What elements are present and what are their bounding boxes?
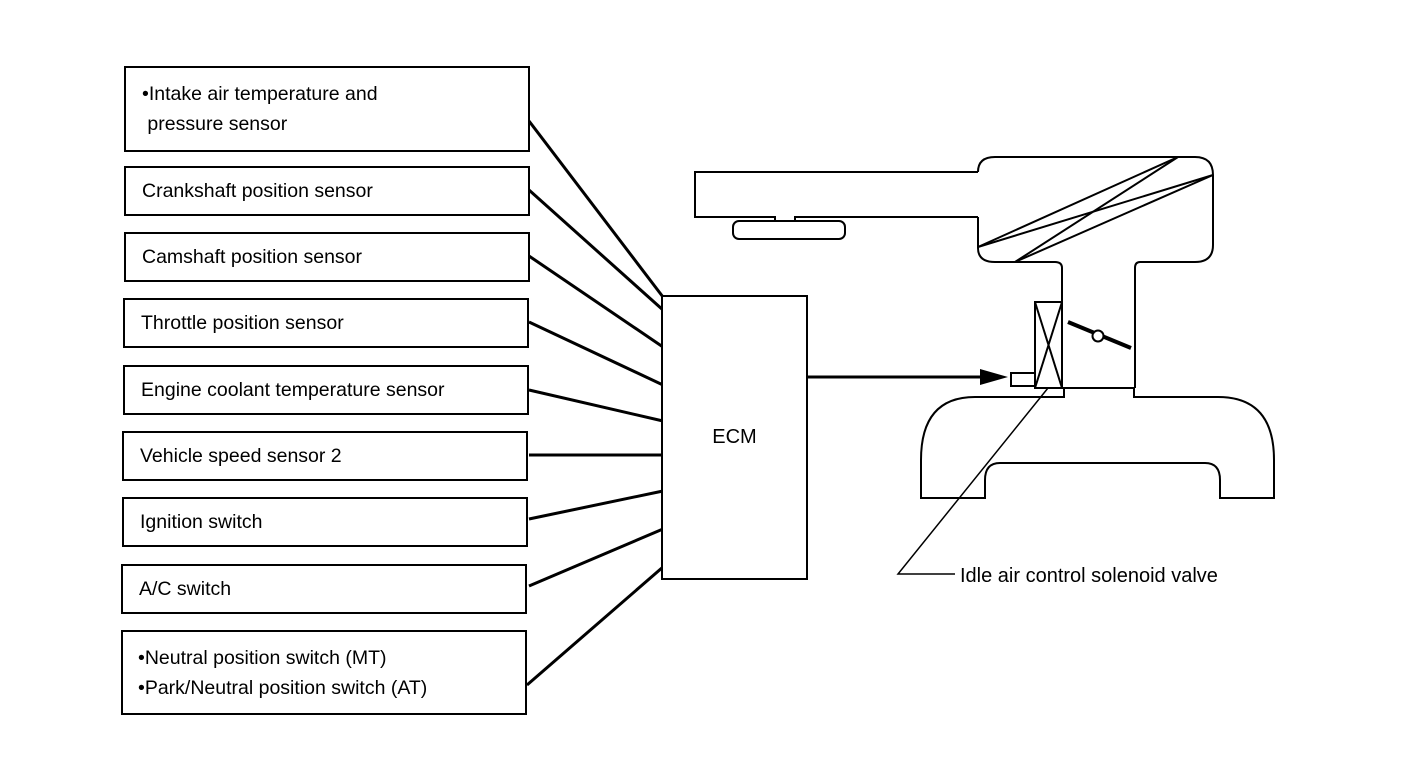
wire-crankshaft <box>527 188 665 312</box>
wire-camshaft <box>528 254 664 349</box>
input-label: Ignition switch <box>140 511 263 533</box>
input-label: Throttle position sensor <box>141 312 344 334</box>
wire-throttle <box>528 320 664 387</box>
input-box-throttle-position: Throttle position sensor <box>123 298 529 348</box>
arrow-head-icon <box>980 369 1008 385</box>
input-box-ac-switch: A/C switch <box>121 564 527 614</box>
wire-neutral <box>526 565 664 687</box>
input-label: A/C switch <box>139 578 232 600</box>
input-label: Camshaft position sensor <box>142 246 363 268</box>
input-wires <box>526 120 665 687</box>
input-box-engine-coolant-temp: Engine coolant temperature sensor <box>123 365 529 415</box>
input-box-camshaft-position: Camshaft position sensor <box>124 232 530 282</box>
input-box-crankshaft-position: Crankshaft position sensor <box>124 166 530 216</box>
input-label: •Park/Neutral position switch (AT) <box>138 676 428 699</box>
throttle-valve-shaft <box>1091 329 1105 343</box>
duct-port <box>732 220 846 240</box>
input-label: Crankshaft position sensor <box>142 180 373 202</box>
intake-duct <box>694 171 978 222</box>
air-cleaner-housing <box>977 156 1214 388</box>
input-label: •Neutral position switch (MT) <box>138 646 387 669</box>
wire-ignition <box>528 489 664 521</box>
iacv-solenoid <box>1034 301 1063 389</box>
iacv-callout-label: Idle air control solenoid valve <box>960 565 1218 587</box>
input-label: •Intake air temperature and <box>142 83 378 105</box>
iacv-plunger <box>1010 372 1036 387</box>
ecm-label: ECM <box>712 426 757 448</box>
input-box-neutral-park-switch: •Neutral position switch (MT) •Park/Neut… <box>121 630 527 715</box>
input-box-ignition-switch: Ignition switch <box>122 497 528 547</box>
wire-ac <box>528 527 664 588</box>
input-box-intake-air-temp-pressure: •Intake air temperature and pressure sen… <box>124 66 530 152</box>
input-label: Engine coolant temperature sensor <box>141 379 445 401</box>
wire-coolant <box>528 388 664 423</box>
input-label: Vehicle speed sensor 2 <box>140 445 342 467</box>
intake-manifold <box>920 388 1275 499</box>
input-label: pressure sensor <box>142 113 288 135</box>
wire-intake-air <box>527 120 665 298</box>
intake-assembly <box>694 156 1275 575</box>
input-box-vehicle-speed-2: Vehicle speed sensor 2 <box>122 431 528 481</box>
callout-leader <box>896 387 1049 575</box>
ecm-box: ECM <box>661 295 808 580</box>
